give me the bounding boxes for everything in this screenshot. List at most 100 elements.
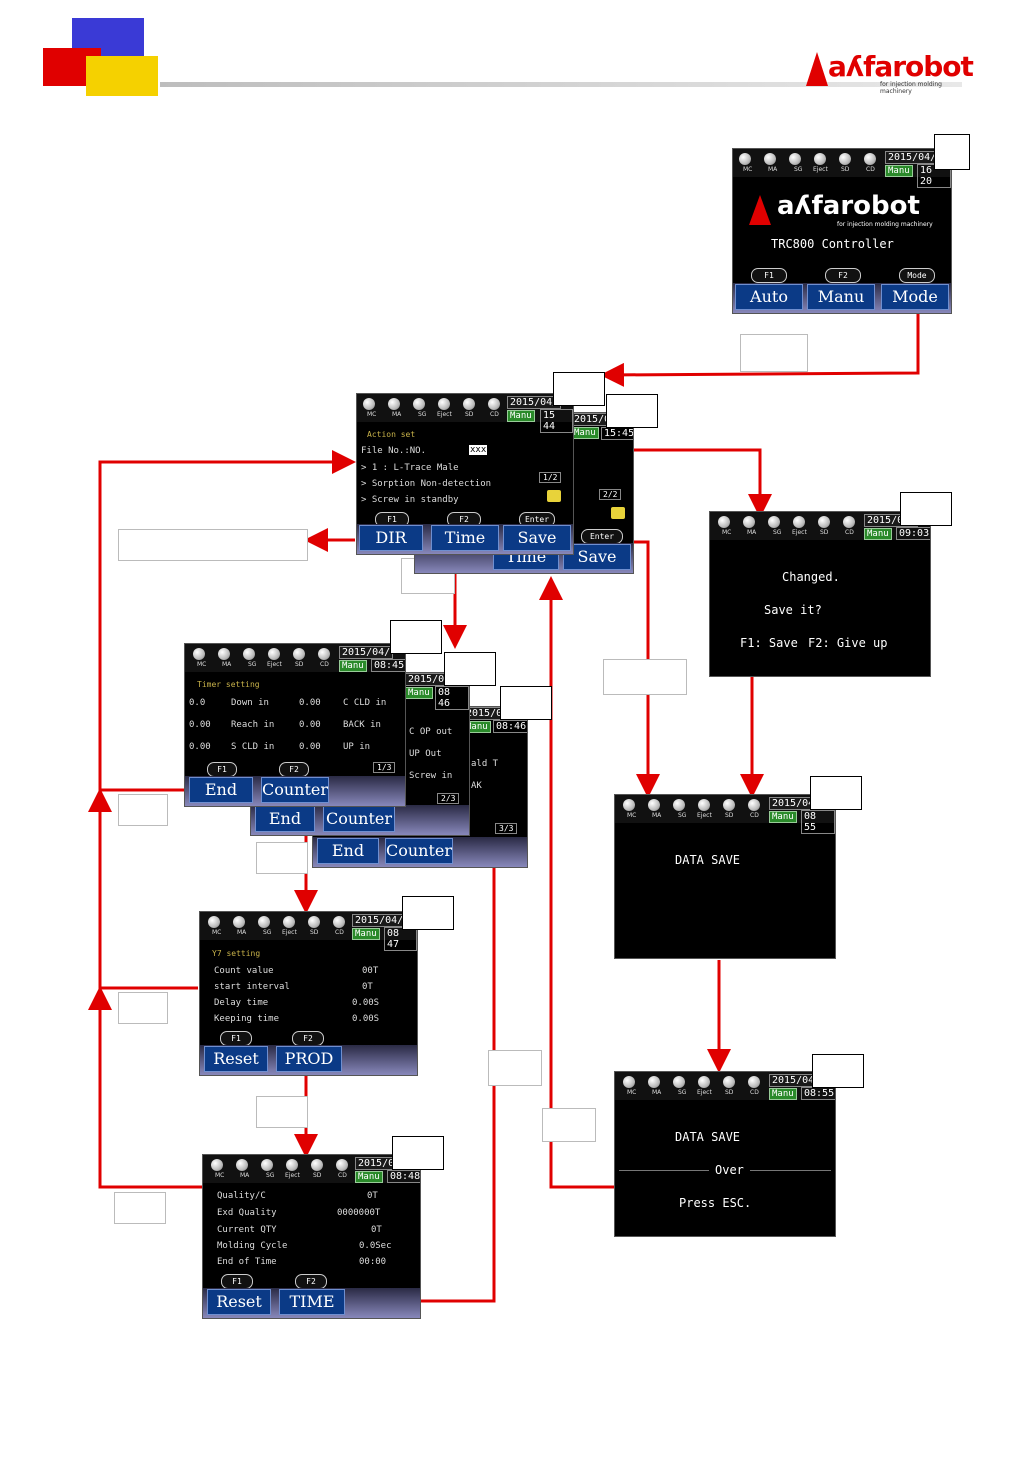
led-icon xyxy=(793,516,805,528)
label-box xyxy=(256,1096,308,1128)
f1-key[interactable]: F1 xyxy=(751,268,787,283)
led-label: CD xyxy=(750,1089,759,1096)
changed-message: Changed. xyxy=(782,570,840,584)
status-bar: MC MA SG Eject SD CD 2015/04/ Manu 09:03 xyxy=(710,512,930,540)
time-button[interactable]: TIME xyxy=(279,1289,345,1315)
led-icon xyxy=(764,153,776,165)
action-item[interactable]: > 1 : L-Trace Male xyxy=(361,463,459,473)
step-number-box xyxy=(900,492,952,526)
end-button[interactable]: End xyxy=(317,838,379,864)
prod-row-value: 00:00 xyxy=(359,1257,387,1267)
led-label: CD xyxy=(335,929,344,936)
timer-value[interactable]: 0.00 xyxy=(189,742,211,752)
mode-badge: Manu xyxy=(352,928,380,940)
softkey-bar: End Counter xyxy=(313,837,527,867)
y7-row-value[interactable]: 0T xyxy=(362,982,373,992)
timer-value[interactable]: 0.00 xyxy=(299,698,321,708)
prod-row-name: End of Time xyxy=(217,1257,277,1267)
led-label: MA xyxy=(240,1172,250,1179)
enter-key[interactable]: Enter xyxy=(581,529,623,544)
save-option[interactable]: F1: Save xyxy=(740,636,798,650)
press-esc-message: Press ESC. xyxy=(679,1196,752,1210)
clock-display: 08:48 xyxy=(387,1170,420,1183)
counter-button[interactable]: Counter xyxy=(323,806,395,832)
status-bar: MC MA SG Eject SD CD 2015/04/ Manu 08:48 xyxy=(203,1155,420,1183)
counter-button[interactable]: Counter xyxy=(261,777,329,803)
save-button[interactable]: Save xyxy=(503,525,571,551)
manu-button[interactable]: Manu xyxy=(807,284,875,310)
mode-button[interactable]: Mode xyxy=(881,284,949,310)
led-label: SG xyxy=(266,1172,275,1179)
hands-icon xyxy=(611,507,625,519)
over-message: Over xyxy=(709,1163,750,1177)
logo-subtitle: for injection molding machinery xyxy=(880,81,942,95)
timer-value[interactable]: 0.00 xyxy=(189,720,211,730)
time-button[interactable]: Time xyxy=(431,525,499,551)
label-box xyxy=(118,992,168,1024)
led-icon xyxy=(648,799,660,811)
prod-button[interactable]: PROD xyxy=(276,1046,342,1072)
led-icon xyxy=(843,516,855,528)
f1-key[interactable]: F1 xyxy=(220,1031,252,1046)
led-label: Eject xyxy=(792,529,807,536)
f1-key[interactable]: F1 xyxy=(221,1274,253,1289)
prod-row-value[interactable]: 0T xyxy=(367,1191,378,1201)
label-box xyxy=(256,842,308,874)
f2-key[interactable]: F2 xyxy=(295,1274,327,1289)
reset-button[interactable]: Reset xyxy=(204,1046,268,1072)
y7-row-value[interactable]: 0.00S xyxy=(352,1014,380,1024)
clock-display: 08:45 xyxy=(371,659,405,672)
clock-display: 08:46 xyxy=(493,720,527,733)
action-item[interactable]: > Sorption Non-detection xyxy=(361,479,492,489)
led-icon xyxy=(648,1076,660,1088)
step-number-box xyxy=(812,1054,864,1088)
led-icon xyxy=(673,799,685,811)
reset-button[interactable]: Reset xyxy=(207,1289,271,1315)
timer-name: Reach in xyxy=(231,720,275,730)
give-up-option[interactable]: F2: Give up xyxy=(808,636,888,650)
date-display: 2015/04/ xyxy=(769,1074,824,1087)
clock-display: 15 44 xyxy=(540,409,573,433)
y7-row-value[interactable]: 0.00S xyxy=(352,998,380,1008)
led-icon xyxy=(283,916,295,928)
timer-value[interactable]: 0.00 xyxy=(299,720,321,730)
y7-row-name: Delay time xyxy=(214,998,269,1008)
led-icon xyxy=(233,916,245,928)
led-label: SG xyxy=(794,166,803,173)
timer-value[interactable]: 0.00 xyxy=(299,742,321,752)
file-number-field[interactable]: xxx xyxy=(469,445,488,455)
timer-value[interactable]: 0.0 xyxy=(189,698,206,708)
page-indicator: 1/2 xyxy=(539,472,562,483)
dir-button[interactable]: DIR xyxy=(359,525,423,551)
led-icon xyxy=(698,1076,710,1088)
step-number-box xyxy=(810,776,862,810)
led-label: MA xyxy=(392,411,402,418)
y7-row-name: Keeping time xyxy=(214,1014,280,1024)
softkey-bar: Reset PROD xyxy=(200,1045,417,1075)
label-box xyxy=(118,794,168,826)
clock-display: 15:45 xyxy=(601,427,633,440)
clock-display: 08:55 xyxy=(801,1087,835,1100)
auto-button[interactable]: Auto xyxy=(735,284,803,310)
logo-icon xyxy=(806,52,828,86)
f2-key[interactable]: F2 xyxy=(279,762,309,777)
f2-key[interactable]: F2 xyxy=(292,1031,324,1046)
save-button[interactable]: Save xyxy=(563,544,631,570)
led-icon xyxy=(388,398,400,410)
led-icon xyxy=(236,1159,248,1171)
mode-key[interactable]: Mode xyxy=(899,268,935,283)
file-number-label: File No.:NO. xyxy=(361,446,427,456)
screen-title: Y7 setting xyxy=(212,949,261,958)
page-indicator: 3/3 xyxy=(495,823,518,834)
screen-title: Timer setting xyxy=(197,680,260,689)
action-item[interactable]: > Screw in standby xyxy=(361,495,459,505)
f1-key[interactable]: F1 xyxy=(207,762,237,777)
page-indicator: 1/3 xyxy=(373,762,396,773)
end-button[interactable]: End xyxy=(189,777,253,803)
counter-button[interactable]: Counter xyxy=(385,838,453,864)
f2-key[interactable]: F2 xyxy=(825,268,861,283)
end-button[interactable]: End xyxy=(255,806,315,832)
timer-screen: MC MA SG Eject SD CD 2015/04/ Manu 08:45… xyxy=(184,643,406,807)
led-icon xyxy=(623,799,635,811)
y7-row-value[interactable]: 00T xyxy=(362,966,379,976)
